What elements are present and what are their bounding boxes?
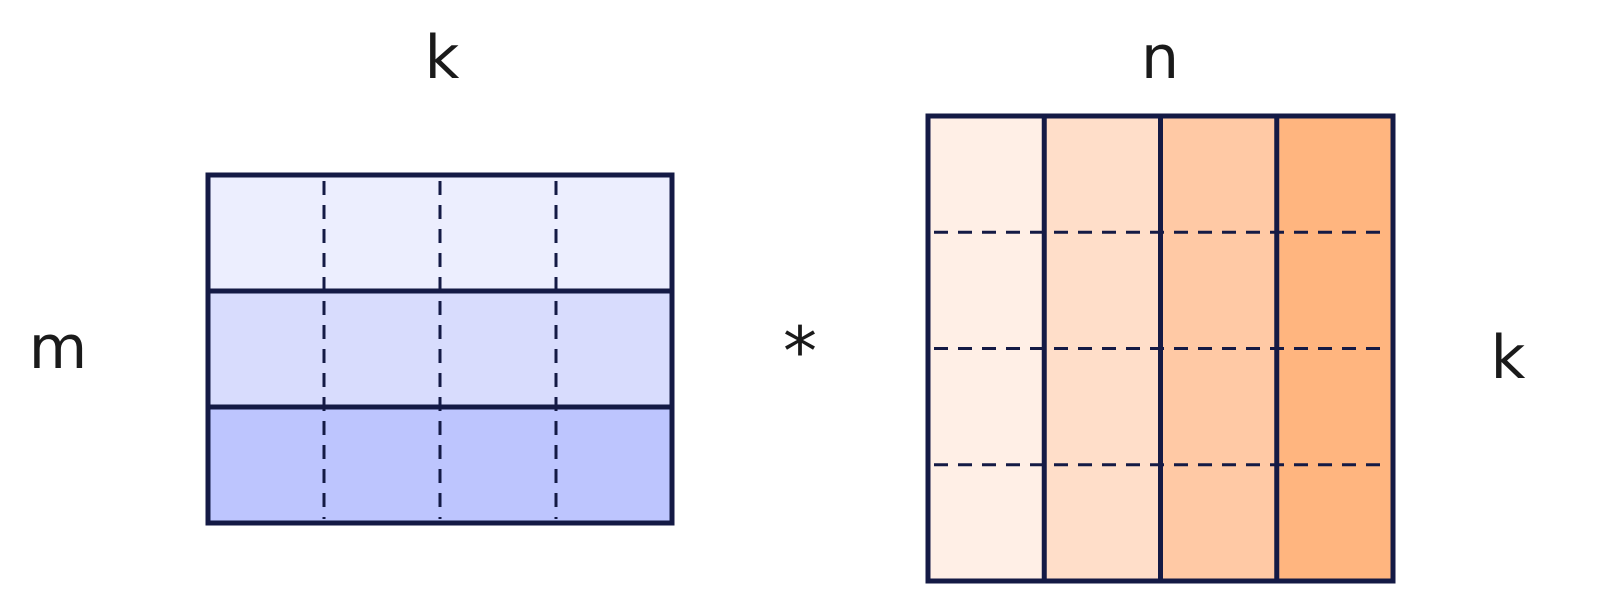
right-matrix-cols-label: n	[1141, 23, 1179, 93]
right-matrix	[925, 113, 1396, 584]
left-matrix-border	[205, 172, 675, 526]
right-matrix-rows-label: k	[1491, 323, 1526, 393]
right-matrix-border	[925, 113, 1396, 584]
left-matrix-cols-label: k	[425, 23, 460, 93]
left-matrix-rows-label: m	[29, 313, 87, 383]
left-matrix	[205, 172, 675, 526]
multiply-operator: *	[783, 313, 817, 392]
